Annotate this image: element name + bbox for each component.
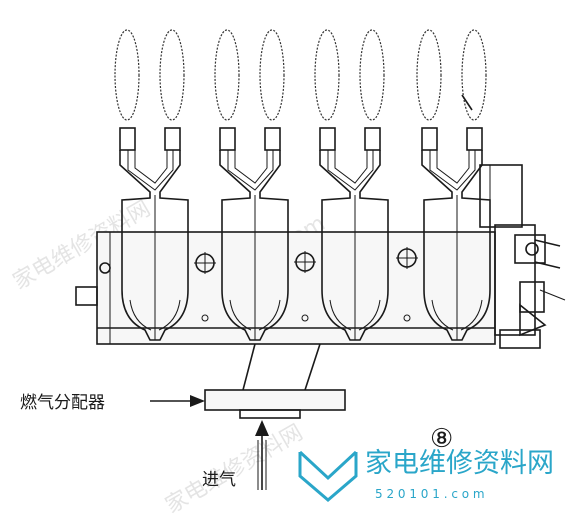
burner-flare	[329, 299, 381, 331]
gas-distributor-label: 燃气分配器	[20, 393, 105, 413]
burner-channel	[127, 150, 174, 191]
nozzle-cap-right	[264, 127, 281, 151]
nozzle-cap-left	[219, 127, 236, 151]
figure-number: ⑧	[430, 424, 453, 454]
inlet-arrow	[255, 420, 269, 490]
logo-url-text: 5 2 0 1 0 1 . c o m	[375, 487, 485, 501]
nozzle-cap-right	[466, 127, 483, 151]
flame-right	[159, 29, 185, 121]
burner-4	[416, 29, 491, 341]
nozzle-cap-left	[421, 127, 438, 151]
burner-flare	[431, 299, 483, 331]
site-logo: 家电维修资料网 5 2 0 1 0 1 . c o m	[298, 448, 554, 502]
flame-right	[461, 29, 487, 121]
logo-book-icon	[298, 450, 358, 502]
burner-2	[214, 29, 289, 341]
burner-3	[314, 29, 389, 341]
burner-flare	[229, 299, 281, 331]
burner-channel	[327, 150, 374, 191]
burner-channel	[429, 150, 476, 191]
distributor-arrow	[150, 395, 205, 407]
burner-group	[114, 29, 491, 341]
flame-right	[259, 29, 285, 121]
gas-inlet-label: 进气	[202, 470, 236, 490]
burner-channel	[227, 150, 274, 191]
logo-brand-text: 家电维修资料网	[365, 448, 554, 479]
burner-1	[114, 29, 189, 341]
nozzle-cap-right	[364, 127, 381, 151]
flame-left	[214, 29, 240, 121]
burner-flare	[129, 299, 181, 331]
flame-left	[416, 29, 442, 121]
manifold-holes	[99, 247, 418, 322]
flame-left	[314, 29, 340, 121]
gas-distributor	[204, 343, 346, 419]
flame-left	[114, 29, 140, 121]
ignition-assembly	[461, 94, 566, 349]
nozzle-cap-right	[164, 127, 181, 151]
nozzle-cap-left	[319, 127, 336, 151]
nozzle-cap-left	[119, 127, 136, 151]
flame-right	[359, 29, 385, 121]
